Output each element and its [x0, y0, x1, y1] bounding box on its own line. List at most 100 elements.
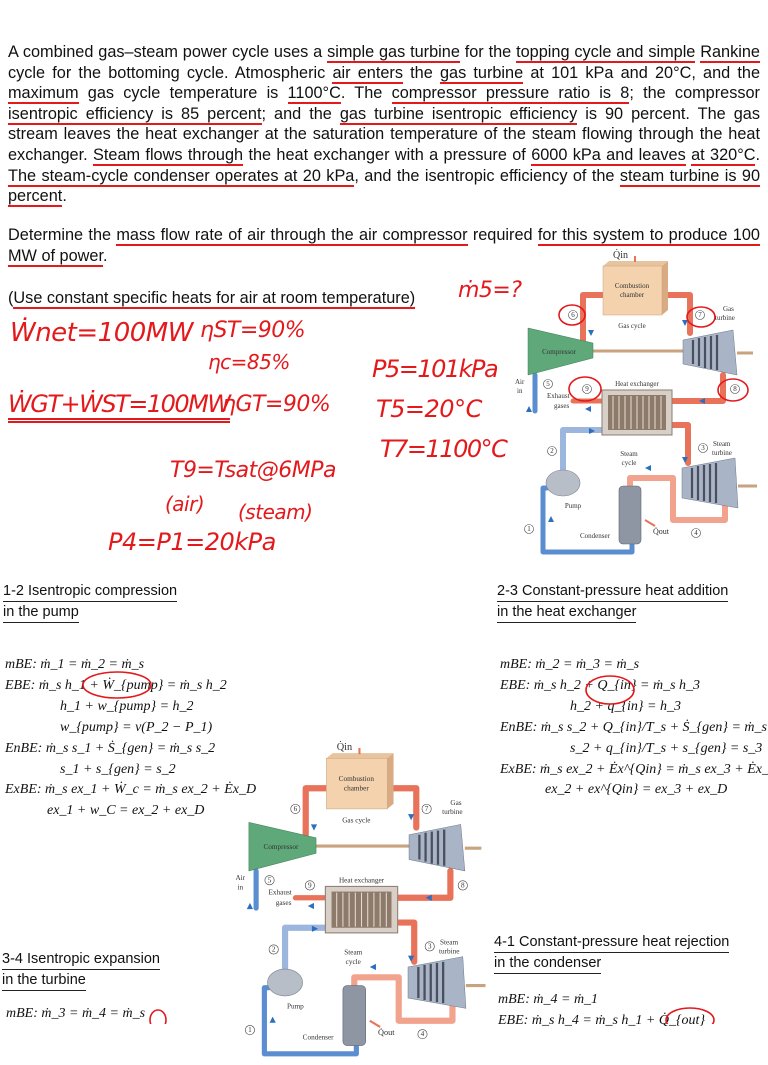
equation: EnBE: ṁ_s s_2 + Q_{in}/T_s + Ṡ_{gen} = ṁ…	[500, 718, 768, 739]
hw-eta-c: ηc=85%	[208, 350, 290, 374]
hw-t7: T7=1100°C	[380, 435, 508, 463]
svg-text:6: 6	[571, 311, 575, 319]
svg-text:8: 8	[733, 385, 737, 393]
svg-text:Compressor: Compressor	[542, 348, 577, 356]
equation-label: ExBE:	[500, 761, 541, 777]
text-segment: .	[103, 246, 108, 265]
svg-text:Gas cycle: Gas cycle	[618, 322, 645, 330]
svg-text:Combustion: Combustion	[339, 775, 375, 783]
hw-p5: P5=101kPa	[372, 355, 499, 383]
equation: ex_2 + ex^{Qin} = ex_3 + ex_D	[500, 780, 768, 801]
svg-text:3: 3	[428, 942, 432, 950]
equation: EBE: ṁ_s h_4 = ṁ_s h_1 + Q̇_{out}	[498, 1011, 705, 1032]
equation-label: mBE:	[6, 1006, 42, 1021]
equation: EBE: ṁ_s h_2 + Q_{in} = ṁ_s h_3	[500, 676, 768, 697]
equation-body: ṁ_s h_1 + Ẇ_{pump} = ṁ_s h_2	[38, 677, 227, 693]
equation-label: EBE:	[498, 1012, 532, 1028]
svg-text:turbine: turbine	[439, 948, 459, 956]
text-segment: .	[62, 187, 67, 206]
svg-text:chamber: chamber	[620, 291, 645, 299]
text-segment: the heat exchanger with a pressure of	[243, 145, 532, 164]
svg-text:Air: Air	[515, 378, 525, 386]
equations-3-4: mBE: ṁ_3 = ṁ_4 = ṁ_s	[6, 1004, 145, 1025]
annotated-text: topping cycle and simple	[516, 43, 696, 63]
problem-statement: A combined gas–steam power cycle uses a …	[8, 42, 761, 208]
annotated-text: mass flow rate of air through the air co…	[116, 226, 468, 246]
svg-text:turbine: turbine	[442, 808, 462, 816]
equation: EnBE: ṁ_s s_1 + Ṡ_{gen} = ṁ_s s_2	[5, 739, 256, 760]
text-segment: the	[402, 63, 440, 82]
equation-body: ex_1 + w_C = ex_2 + ex_D	[47, 803, 205, 819]
svg-text:7: 7	[425, 805, 429, 813]
equation-body: ṁ_s s_1 + Ṡ_{gen} = ṁ_s s_2	[45, 740, 216, 756]
svg-text:turbine: turbine	[712, 449, 732, 457]
equation: mBE: ṁ_2 = ṁ_3 = ṁ_s	[500, 655, 768, 676]
text-segment: cycle for the bottoming cycle. Atmospher…	[8, 63, 333, 82]
problem-note: (Use constant specific heats for air at …	[8, 288, 760, 309]
text-segment: A combined gas–steam power cycle uses a	[8, 43, 328, 61]
annotated-text: isentropic efficiency is 85 percent	[8, 104, 262, 125]
annotated-text: Rankine	[700, 43, 760, 63]
equation-body: h_2 + q_{in} = h_3	[570, 698, 681, 714]
svg-text:Q̇out: Q̇out	[653, 526, 670, 536]
annotated-text: compressor pressure ratio is 8	[391, 84, 630, 105]
svg-text:5: 5	[546, 380, 550, 388]
svg-text:Steam: Steam	[620, 450, 638, 458]
text-segment: , and the isentropic efficiency of the	[354, 166, 620, 185]
text-segment: . The	[340, 84, 392, 103]
equation-body: ṁ_s h_4 = ṁ_s h_1 + Q̇_{out}	[531, 1012, 706, 1028]
equation-body: ṁ_s h_2 + Q_{in} = ṁ_s h_3	[533, 677, 701, 693]
equation-label: EBE:	[5, 677, 39, 693]
svg-text:in: in	[517, 387, 523, 395]
svg-text:5: 5	[268, 876, 272, 884]
svg-text:Steam: Steam	[713, 440, 731, 448]
svg-text:1: 1	[527, 525, 531, 533]
annotated-text: The steam-cycle condenser operates at 20…	[8, 166, 355, 187]
equation: ExBE: ṁ_s ex_1 + Ẇ_c = ṁ_s ex_2 + Ėx_D	[5, 780, 256, 801]
equation: ExBE: ṁ_s ex_2 + Ėx^{Qin} = ṁ_s ex_3 + Ė…	[500, 760, 768, 781]
hw-wnet: Ẇnet=100MW	[10, 318, 193, 348]
hw-air: (air)	[165, 492, 205, 516]
svg-text:7: 7	[698, 311, 702, 319]
text-segment: required	[467, 226, 538, 244]
hw-t9: T9=Tsat@6MPa	[170, 458, 337, 483]
svg-text:Combustion: Combustion	[615, 282, 650, 290]
svg-text:in: in	[238, 884, 244, 892]
annotated-text: gas turbine	[439, 63, 524, 84]
svg-text:Heat exchanger: Heat exchanger	[615, 380, 659, 388]
equation-body: ṁ_3 = ṁ_4 = ṁ_s	[41, 1006, 146, 1021]
svg-text:4: 4	[694, 529, 698, 537]
equation: mBE: ṁ_4 = ṁ_1	[498, 990, 705, 1011]
text-segment: Determine the	[8, 226, 117, 244]
equation-label: mBE:	[5, 657, 41, 672]
equation-body: h_1 + w_{pump} = h_2	[60, 698, 194, 714]
annotated-text: gas turbine isentropic efficiency	[339, 104, 578, 125]
problem-question: Determine the mass flow rate of air thro…	[8, 225, 760, 267]
svg-text:2: 2	[550, 447, 554, 455]
svg-text:Compressor: Compressor	[263, 843, 298, 851]
text-segment: is 90 percent. The gas stream leaves the…	[8, 104, 761, 164]
svg-text:Pump: Pump	[287, 1002, 304, 1010]
svg-text:cycle: cycle	[622, 459, 637, 467]
hw-steam: (steam)	[238, 500, 313, 524]
svg-text:Condenser: Condenser	[303, 1033, 334, 1041]
svg-text:gases: gases	[276, 899, 292, 907]
hw-eta-st: ηST=90%	[200, 318, 306, 343]
equation-label: EBE:	[500, 677, 534, 693]
circle-annotation	[149, 1009, 167, 1024]
annotated-text: 1100°C	[287, 84, 341, 105]
equation: mBE: ṁ_1 = ṁ_2 = ṁ_s	[5, 655, 256, 676]
equation-body: ṁ_2 = ṁ_3 = ṁ_s	[535, 657, 640, 672]
svg-text:Gas: Gas	[723, 305, 734, 313]
equation-body: w_{pump} = v(P_2 − P_1)	[60, 719, 213, 735]
equation: s_2 + q_{in}/T_s + s_{gen} = s_3	[500, 739, 768, 760]
equation-label: EnBE:	[5, 740, 46, 756]
svg-text:1: 1	[248, 1026, 252, 1034]
annotated-text: 6000 kPa and leaves	[531, 145, 686, 166]
hw-t5: T5=20°C	[376, 395, 482, 423]
text-segment: ; the compressor	[629, 84, 760, 103]
